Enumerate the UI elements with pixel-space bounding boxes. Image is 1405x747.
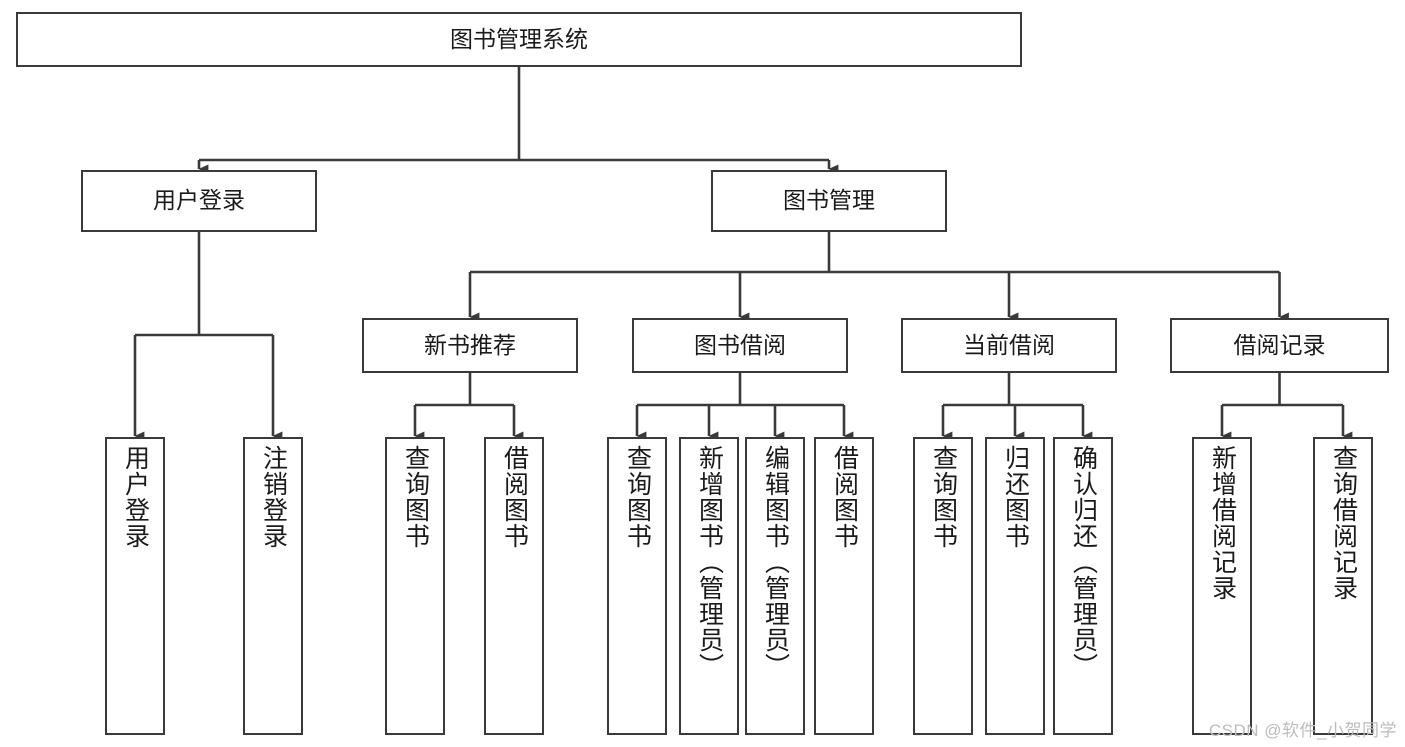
node-leaf-query-record-label: 查询借阅记录 (1329, 445, 1358, 601)
node-leaf-user-login-label: 用户登录 (121, 445, 150, 549)
node-leaf-add-book[interactable]: 新增图书（管理员） (679, 437, 739, 735)
node-leaf-return-book[interactable]: 归还图书 (985, 437, 1045, 735)
node-leaf-query-book-2-label: 查询图书 (623, 445, 652, 549)
node-new-book-recommend[interactable]: 新书推荐 (362, 318, 578, 373)
node-book-borrow[interactable]: 图书借阅 (632, 318, 848, 373)
node-leaf-edit-book[interactable]: 编辑图书（管理员） (745, 437, 805, 735)
node-leaf-logout[interactable]: 注销登录 (243, 437, 303, 735)
node-leaf-borrow-book-1-label: 借阅图书 (500, 445, 529, 549)
node-book-manage[interactable]: 图书管理 (711, 170, 947, 232)
node-leaf-query-book-3[interactable]: 查询图书 (913, 437, 973, 735)
node-leaf-query-book-1[interactable]: 查询图书 (385, 437, 445, 735)
node-root-label: 图书管理系统 (450, 25, 588, 52)
node-root[interactable]: 图书管理系统 (16, 12, 1022, 67)
node-leaf-confirm-return-label: 确认归还（管理员） (1069, 445, 1098, 679)
node-user-login-label: 用户登录 (153, 187, 245, 214)
node-leaf-query-book-1-label: 查询图书 (401, 445, 430, 549)
node-leaf-query-record[interactable]: 查询借阅记录 (1313, 437, 1373, 735)
node-leaf-edit-book-label: 编辑图书（管理员） (761, 445, 790, 679)
node-leaf-return-book-label: 归还图书 (1001, 445, 1030, 549)
node-current-borrow-label: 当前借阅 (963, 331, 1055, 358)
node-new-book-recommend-label: 新书推荐 (424, 331, 516, 358)
node-leaf-borrow-book-2-label: 借阅图书 (830, 445, 859, 549)
node-leaf-user-login[interactable]: 用户登录 (105, 437, 165, 735)
node-book-borrow-label: 图书借阅 (694, 331, 786, 358)
node-leaf-query-book-2[interactable]: 查询图书 (607, 437, 667, 735)
node-leaf-add-record[interactable]: 新增借阅记录 (1192, 437, 1252, 735)
edge-group (133, 67, 1353, 441)
node-leaf-confirm-return[interactable]: 确认归还（管理员） (1053, 437, 1113, 735)
node-leaf-borrow-book-2[interactable]: 借阅图书 (814, 437, 874, 735)
node-borrow-record-label: 借阅记录 (1233, 331, 1326, 358)
node-leaf-query-book-3-label: 查询图书 (929, 445, 958, 549)
node-leaf-borrow-book-1[interactable]: 借阅图书 (484, 437, 544, 735)
node-leaf-add-book-label: 新增图书（管理员） (695, 445, 724, 679)
node-user-login[interactable]: 用户登录 (81, 170, 317, 232)
node-book-manage-label: 图书管理 (783, 187, 875, 214)
node-leaf-logout-label: 注销登录 (259, 445, 288, 549)
node-borrow-record[interactable]: 借阅记录 (1170, 318, 1389, 373)
node-leaf-add-record-label: 新增借阅记录 (1208, 445, 1237, 601)
watermark-text: CSDN @软件_小贺同学 (1208, 721, 1397, 740)
node-current-borrow[interactable]: 当前借阅 (901, 318, 1117, 373)
